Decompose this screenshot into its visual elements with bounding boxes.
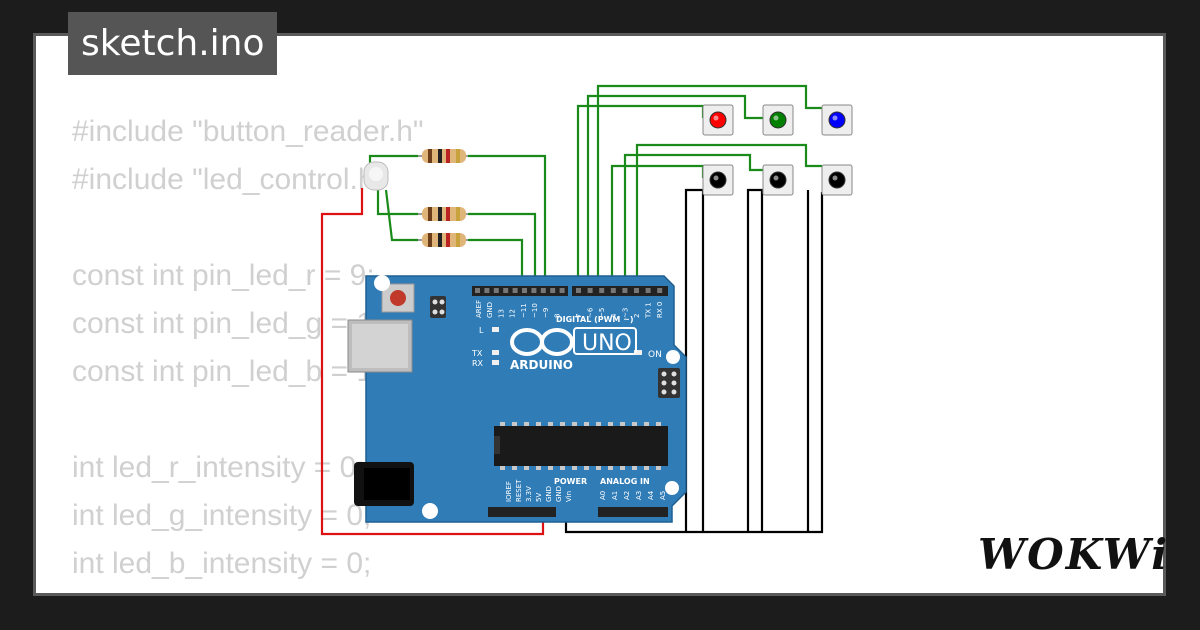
- signal-wires: [368, 84, 822, 285]
- board-brand: ARDUINO: [510, 358, 573, 372]
- pushbutton[interactable]: [762, 104, 794, 136]
- digital-pin-label: RX 0: [656, 302, 664, 318]
- analog-pin-label: A5: [659, 491, 667, 500]
- digital-pin-label: 8: [553, 314, 561, 318]
- analog-pin-label: A4: [647, 490, 655, 500]
- analog-label: ANALOG IN: [600, 477, 650, 486]
- power-pin-label: IOREF: [505, 481, 513, 502]
- analog-pin-label: A0: [599, 491, 607, 500]
- resistor-1: [418, 149, 468, 163]
- board-model: UNO: [582, 331, 632, 356]
- pushbuttons: [702, 104, 853, 196]
- digital-pin-label: AREF: [475, 300, 483, 318]
- wokwi-logo: WOKWi: [978, 530, 1170, 579]
- analog-pin-label: A3: [635, 491, 643, 500]
- on-label: ON: [648, 350, 662, 360]
- code-line[interactable]: int led_r_intensity = 0;: [72, 451, 365, 484]
- digital-pin-label: ~9: [542, 308, 550, 318]
- digital-pin-label: ~6: [587, 307, 595, 318]
- digital-pin-label: ~5: [598, 308, 606, 318]
- code-line[interactable]: #include "button_reader.h": [72, 115, 424, 148]
- digital-pin-label: GND: [486, 302, 494, 318]
- digital-pin-label: ~10: [531, 303, 539, 318]
- power-pin-label: GND: [545, 486, 553, 502]
- digital-pin-label: 2: [633, 314, 641, 318]
- analog-pin-label: A2: [623, 491, 631, 500]
- code-line[interactable]: const int pin_led_g = 10;: [72, 307, 399, 340]
- resistor-3: [418, 233, 468, 247]
- digital-pin-label: 12: [509, 309, 517, 318]
- led-label-l: L: [479, 326, 484, 335]
- led-label-rx: RX: [472, 359, 484, 368]
- pushbutton[interactable]: [762, 164, 794, 196]
- digital-pin-label: ~3: [621, 308, 629, 318]
- power-pin-label: GND: [555, 486, 563, 502]
- pushbutton[interactable]: [821, 164, 853, 196]
- resistor-2: [418, 207, 468, 221]
- code-listing: #include "button_reader.h" #include "led_…: [72, 108, 451, 593]
- rgb-led: [363, 161, 389, 191]
- pushbutton[interactable]: [821, 104, 853, 136]
- arduino-uno-board: UNO ARDUINO DIGITAL (PWM ~) ON POWER ANA…: [347, 275, 687, 523]
- digital-pin-label: 13: [497, 309, 505, 318]
- power-pin-label: 5V: [535, 493, 543, 502]
- power-wire: [320, 188, 545, 536]
- power-pin-label: 3.3V: [525, 486, 533, 502]
- power-label: POWER: [554, 477, 587, 486]
- code-line[interactable]: const int pin_led_r = 9;: [72, 259, 375, 292]
- pushbutton[interactable]: [702, 164, 734, 196]
- digital-pin-label: ~11: [520, 303, 528, 318]
- power-pin-label: RESET: [515, 479, 523, 502]
- pushbutton[interactable]: [702, 104, 734, 136]
- code-line[interactable]: int led_b_intensity = 0;: [72, 547, 372, 580]
- power-pin-label: Vin: [565, 491, 573, 502]
- code-line[interactable]: #include "led_control.h": [72, 163, 386, 196]
- resistors: [418, 149, 468, 247]
- digital-pin-label: TX 1: [645, 302, 653, 319]
- digital-label: DIGITAL (PWM ~): [556, 315, 634, 324]
- digital-pin-label: 4: [610, 313, 618, 318]
- file-tab[interactable]: sketch.ino: [68, 12, 278, 75]
- led-label-tx: TX: [471, 349, 483, 358]
- analog-pin-label: A1: [611, 491, 619, 500]
- digital-pin-label: 7: [575, 314, 583, 318]
